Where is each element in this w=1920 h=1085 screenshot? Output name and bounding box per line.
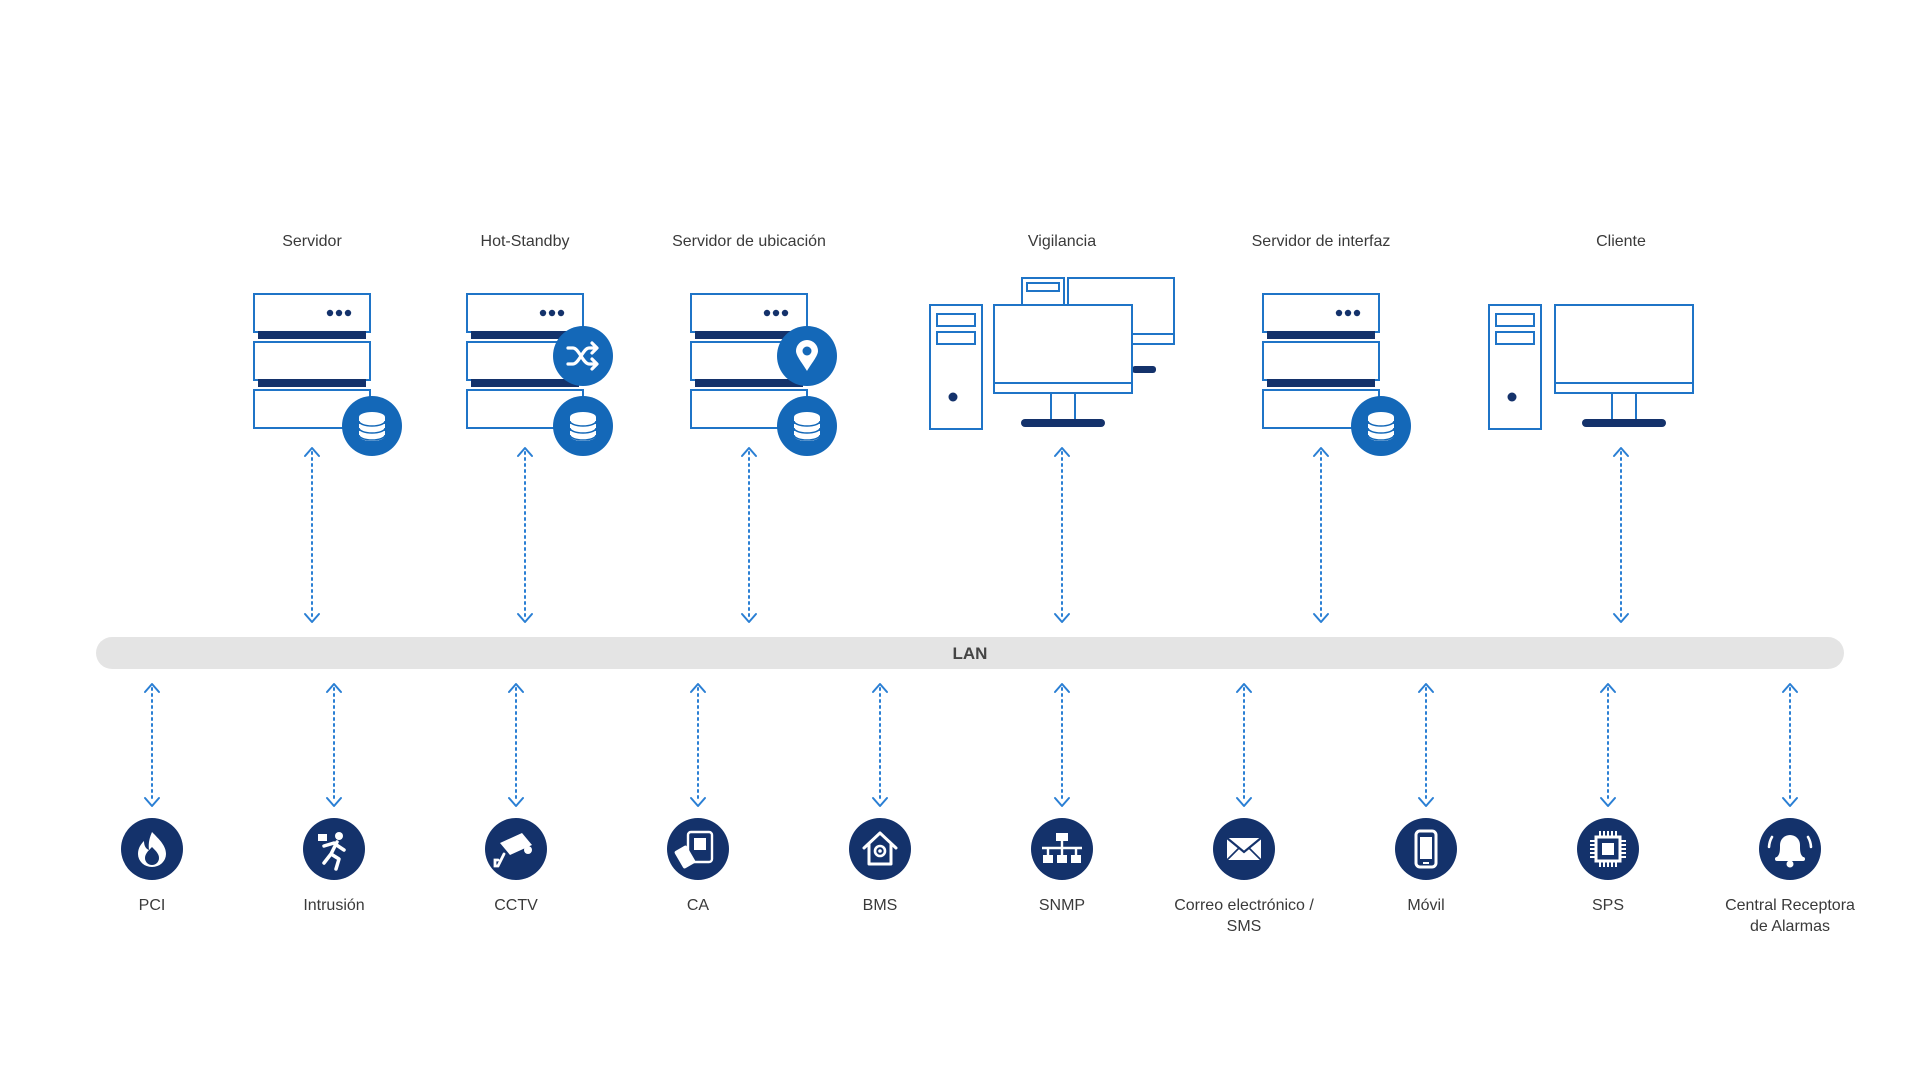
fire-icon [138,832,166,867]
badge-database-icon [553,396,613,456]
connector-arrow-top-4 [1313,447,1329,623]
connector-arrow-top-2 [741,447,757,623]
connector-arrow-bottom-0 [144,683,160,807]
bottom-node-label: CCTV [494,897,538,914]
connector-arrow-bottom-1 [326,683,342,807]
top-node-label: Cliente [1596,233,1646,250]
mobile-phone-icon [1414,829,1438,869]
connector-arrow-bottom-5 [1054,683,1070,807]
bottom-node-label: PCI [138,897,166,914]
bottom-node-9 [1759,818,1821,880]
connector-arrow-bottom-7 [1418,683,1434,807]
bottom-node-4 [849,818,911,880]
bottom-node-5 [1031,818,1093,880]
monitor [1554,304,1694,427]
bottom-node-label: Central Receptora de Alarmas [1725,897,1855,935]
chip-icon [1590,831,1626,867]
card-reader-icon [674,830,714,869]
bottom-node-label: CA [686,897,710,914]
bottom-node-2 [485,818,547,880]
top-node-label: Servidor de interfaz [1251,233,1391,250]
bottom-node-label: SPS [1591,897,1624,914]
database-icon [569,412,597,441]
top-node-1 [466,293,613,456]
top-node-label: Hot-Standby [480,233,570,250]
bottom-node-label: Intrusión [303,897,365,914]
bottom-node-7 [1395,818,1457,880]
badge-database-icon [342,396,402,456]
lan-label: LAN [953,644,988,663]
shuffle-icon [566,341,599,371]
connector-arrow-bottom-8 [1600,683,1616,807]
badge-location-pin-icon [777,326,837,386]
pc-tower [929,304,983,430]
connector-arrow-top-3 [1054,447,1070,623]
bottom-node-label: Correo electrónico / SMS [1174,897,1314,935]
top-node-label: Vigilancia [1027,233,1097,250]
running-person-icon [318,832,346,871]
top-node-label: Servidor [282,233,342,250]
top-node-0 [253,293,402,456]
bottom-node-8 [1577,818,1639,880]
top-node-label: Servidor de ubicación [672,233,826,250]
connector-arrow-top-5 [1613,447,1629,623]
server-icon [466,293,584,429]
connector-arrow-top-0 [304,447,320,623]
top-node-5 [1488,304,1694,430]
database-icon [358,412,386,441]
bottom-node-0 [121,818,183,880]
bottom-node-label: SNMP [1038,897,1086,914]
location-pin-icon [796,340,818,371]
bottom-node-1 [303,818,365,880]
bottom-node-label: BMS [862,897,898,914]
envelope-icon [1226,837,1262,861]
icon-circle [849,818,911,880]
top-devices [253,277,1694,456]
monitor [993,304,1133,427]
top-node-2 [690,293,837,456]
badge-shuffle-icon [553,326,613,386]
connector-arrow-bottom-3 [690,683,706,807]
connector-arrow-bottom-2 [508,683,524,807]
pc-tower [1488,304,1542,430]
connector-arrow-bottom-6 [1236,683,1252,807]
badge-database-icon [1351,396,1411,456]
bottom-node-3 [667,818,729,880]
bottom-systems [121,818,1821,880]
connector-arrow-bottom-4 [872,683,888,807]
badge-database-icon [777,396,837,456]
top-node-3 [929,277,1175,430]
database-icon [1367,412,1395,441]
database-icon [793,412,821,441]
lan-bus: LAN [96,637,1844,669]
bottom-node-6 [1213,818,1275,880]
top-node-4 [1262,293,1411,456]
server-icon [1262,293,1380,429]
alarm-bell-icon [1767,835,1813,868]
camera-icon [493,833,532,868]
connector-arrow-top-1 [517,447,533,623]
connector-arrow-bottom-9 [1782,683,1798,807]
bottom-node-label: Móvil [1407,897,1445,914]
network-icon [1042,833,1082,863]
smart-home-icon [862,831,898,866]
